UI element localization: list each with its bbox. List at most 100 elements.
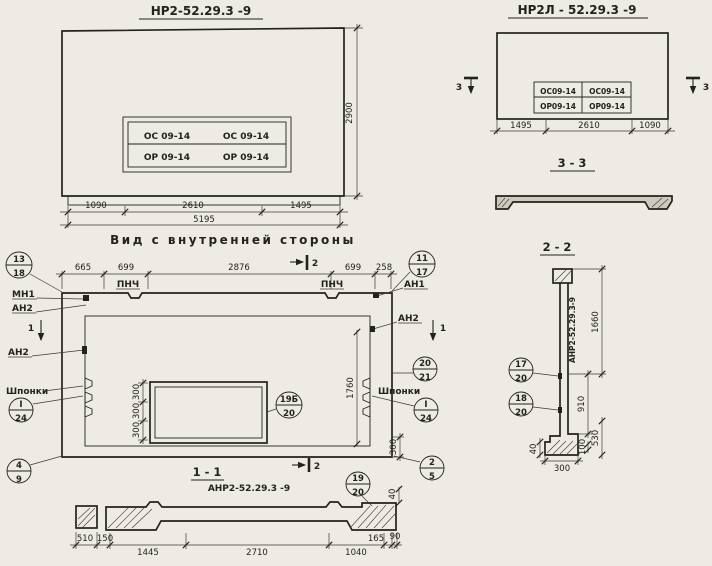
dim-value: 2610 <box>578 121 600 131</box>
section-2-cut-markers: 2 2 <box>290 255 320 472</box>
section-2-2-dims: 1660 910 530 100 40 300 <box>529 265 606 474</box>
balloon-bottom: 20 <box>352 488 364 498</box>
dim-value: 90 <box>390 532 401 542</box>
dim-value: 150 <box>97 534 113 544</box>
section-profile <box>495 195 673 210</box>
dim-300-right: 300 <box>389 433 404 461</box>
balloon-top: 20 <box>419 359 431 369</box>
balloon-I-24-right: I 24 <box>371 395 439 424</box>
embed-plate <box>370 326 375 332</box>
balloon-19b-20: 19Б 20 <box>266 391 303 419</box>
view-panel-mirror: НР2Л - 52.29.3 -9 ОС09-14 ОС09-14 ОР09-1… <box>456 3 709 135</box>
section-hatch <box>107 504 397 529</box>
an2-callout-lower: АН2 <box>8 346 87 358</box>
balloon-top: 4 <box>16 461 22 471</box>
section-1-cut-markers: 1 1 <box>28 320 446 342</box>
panel-main-dims: 1090 2610 1495 5195 2900 <box>60 24 363 229</box>
end-piece <box>75 505 98 529</box>
dim-value: 40 <box>388 489 398 500</box>
plan-inner-contour <box>84 315 371 447</box>
opening-dims: 300 300 300 1760 <box>132 328 361 448</box>
opening-inner <box>154 386 263 439</box>
section-label: АНР2-52.29.3 -9 <box>208 484 290 494</box>
balloon-top: I <box>19 400 22 410</box>
dim-value: 1760 <box>346 377 356 399</box>
dim-value: 699 <box>118 263 134 273</box>
section-profile <box>105 501 397 531</box>
stamp-text: ОС09-14 <box>589 87 625 96</box>
balloon-top: 2 <box>429 458 435 468</box>
dim-value: 910 <box>577 396 587 412</box>
dim-value: 300 <box>132 422 142 438</box>
view-section-3-3: 3 - 3 <box>495 156 673 210</box>
panel-outline <box>496 32 669 120</box>
pnch-label: ПНЧ <box>117 280 139 290</box>
plan-outline <box>61 292 393 458</box>
shponki-label: Шпонки <box>378 387 420 397</box>
section-title: 2 - 2 <box>543 240 572 254</box>
balloon-4-9: 4 9 <box>6 455 63 485</box>
view-section-2-2: 2 - 2 АНР2-52.29.3-9 1660 910 530 <box>508 240 606 474</box>
section-marker-label: 1 <box>28 324 34 334</box>
stamp-box: ОС09-14 ОС09-14 ОР09-14 ОР09-14 <box>533 81 632 114</box>
balloon-bottom: 20 <box>515 374 527 384</box>
anchor-mark <box>558 407 562 413</box>
section-marker-label: 3 <box>703 83 709 93</box>
balloon-19-20: 19 20 <box>345 471 373 507</box>
dim-value: 300 <box>132 403 142 419</box>
pnch-label: ПНЧ <box>321 280 343 290</box>
balloon-bottom: 18 <box>13 269 25 279</box>
opening-outline <box>149 381 268 444</box>
dim-value: 1495 <box>510 121 532 131</box>
balloon-18-20: 18 20 <box>508 391 559 418</box>
dim-value: 2900 <box>345 102 355 124</box>
section-marker-label: 3 <box>456 83 462 93</box>
section-3-cut-markers: 3 3 <box>456 76 709 95</box>
dim-value: 1040 <box>345 548 367 558</box>
stamp-text: ОС 09-14 <box>144 132 190 142</box>
shponki-label: Шпонки <box>6 387 48 397</box>
panel-main-title: НР2-52.29.3 -9 <box>151 4 252 18</box>
dim-value: 5195 <box>193 215 215 225</box>
balloon-top: 18 <box>515 394 527 404</box>
dim-value: 530 <box>591 430 601 446</box>
balloon-bottom: 20 <box>515 408 527 418</box>
dim-value: 2876 <box>228 263 250 273</box>
balloon-top: 17 <box>515 360 527 370</box>
balloon-top: 13 <box>13 255 25 265</box>
balloon-top: I <box>424 400 427 410</box>
an2-label: АН2 <box>398 314 419 324</box>
dim-value: 258 <box>376 263 392 273</box>
inner-top-dims: 665 699 2876 699 258 <box>56 263 397 289</box>
an2-callout-right: АН2 <box>370 314 422 332</box>
balloon-bottom: 17 <box>416 268 428 278</box>
balloon-bottom: 24 <box>420 414 432 424</box>
stamp-text: ОС 09-14 <box>223 132 269 142</box>
stamp-box: ОС 09-14 ОС 09-14 ОР 09-14 ОР 09-14 <box>122 116 292 173</box>
section-head <box>552 268 573 284</box>
an2-callout-upper: АН2 <box>12 304 87 314</box>
dim-value: 2610 <box>182 201 204 211</box>
dim-value: 1660 <box>591 311 601 333</box>
dim-value: 665 <box>75 263 91 273</box>
section-foot <box>544 430 579 456</box>
section-marker-label: 2 <box>314 462 320 472</box>
stamp-text: ОР09-14 <box>540 102 576 111</box>
section-marker-label: 2 <box>312 259 318 269</box>
dim-value: 1090 <box>85 201 107 211</box>
shear-keys <box>84 377 371 418</box>
panel-mirror-title: НР2Л - 52.29.3 -9 <box>518 3 637 17</box>
dim-value: 1090 <box>639 121 661 131</box>
balloon-17-20: 17 20 <box>508 357 559 384</box>
dim-value: 2710 <box>246 548 268 558</box>
dim-value: 300 <box>389 439 399 455</box>
balloon-top: 19Б <box>280 395 298 405</box>
balloon-bottom: 21 <box>419 373 431 383</box>
an2-label: АН2 <box>12 304 33 314</box>
view-section-1-1: 1 - 1 АНР2-52.29.3 -9 19 20 <box>70 465 403 558</box>
dim-value: 165 <box>368 534 384 544</box>
panel-mirror-dims: 1495 2610 1090 <box>490 119 675 135</box>
view-inner-side: Вид с внутренней стороны 665 699 <box>5 233 446 485</box>
